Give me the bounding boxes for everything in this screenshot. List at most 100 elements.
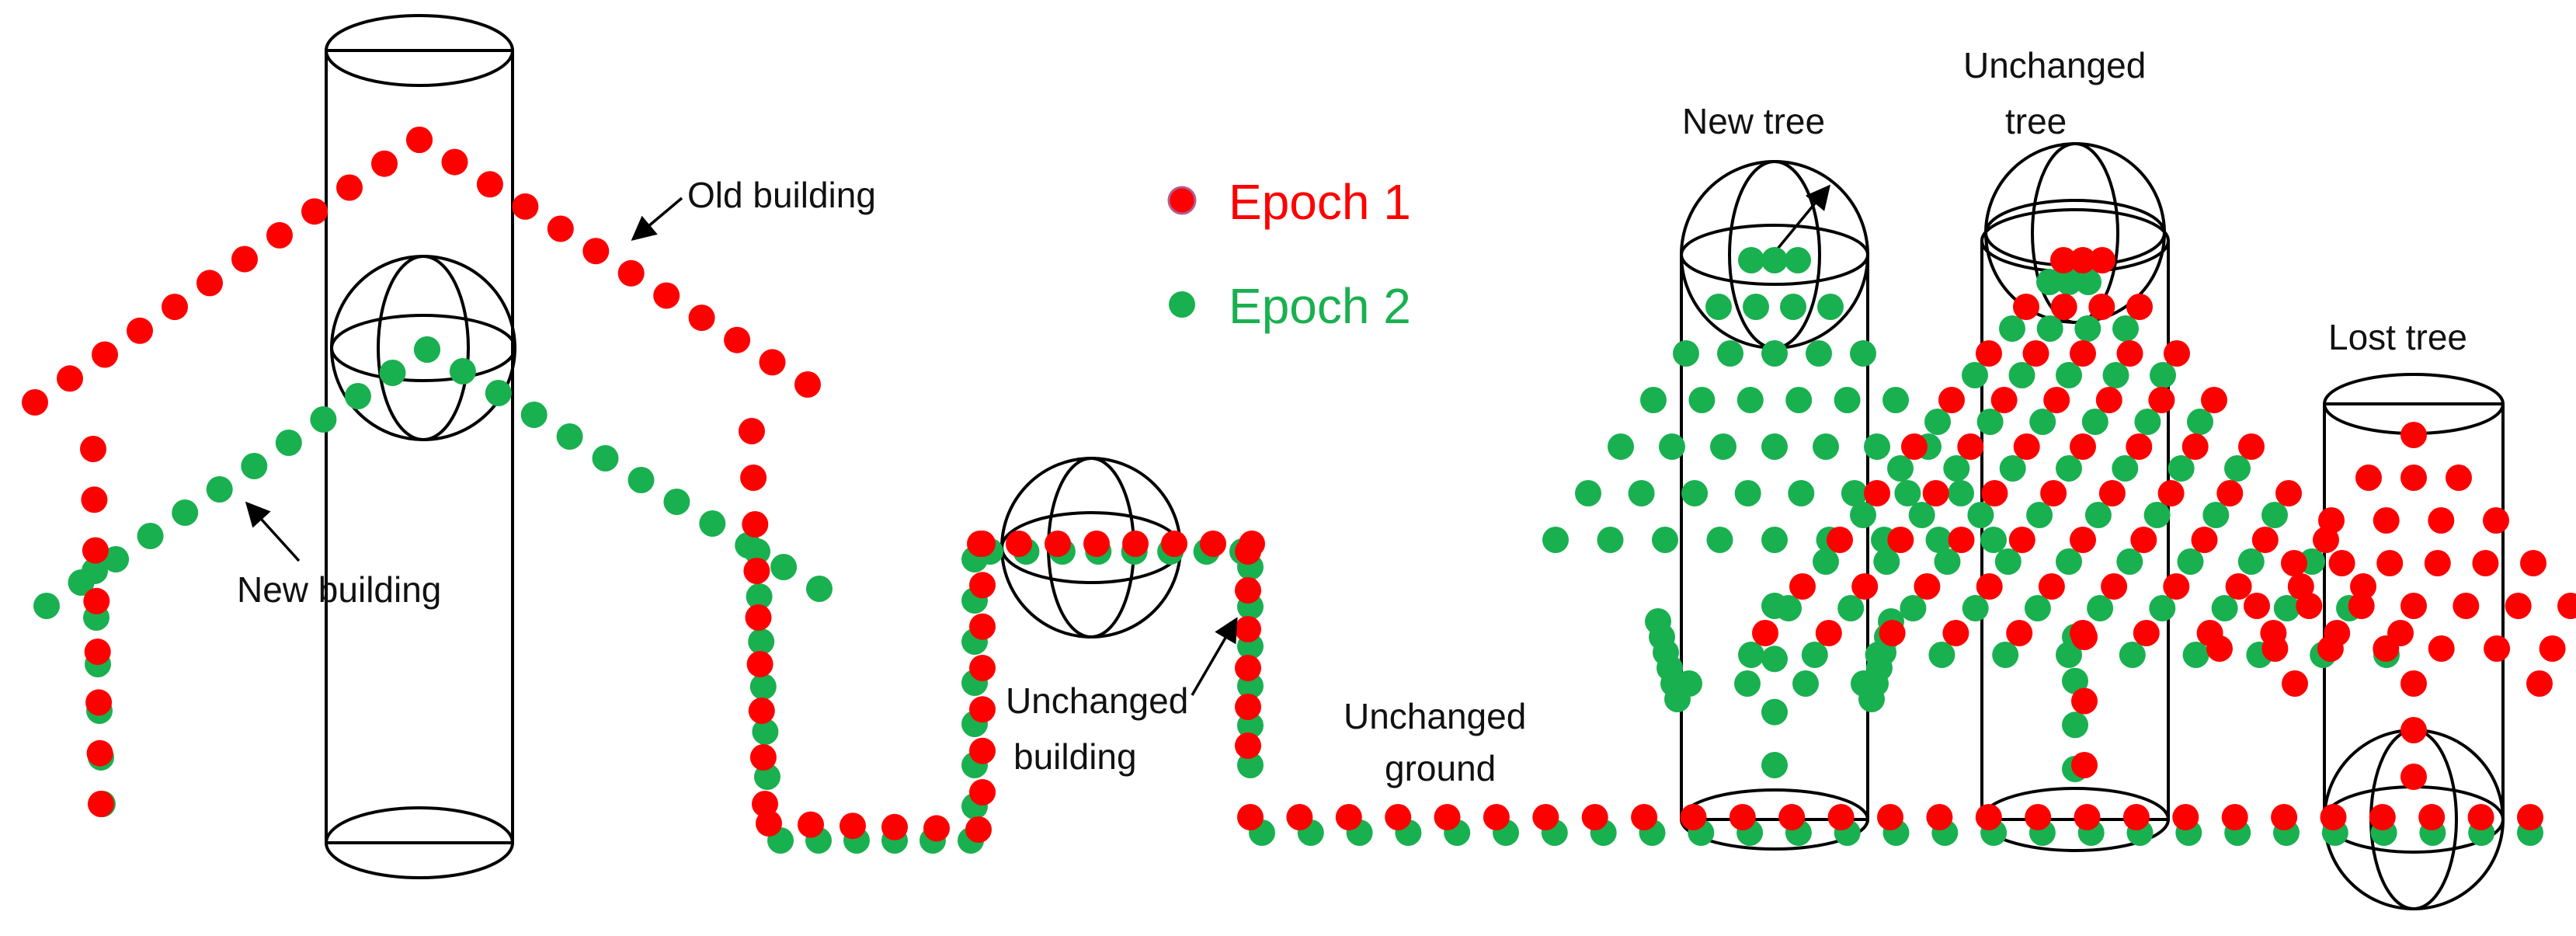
epoch1-point <box>2130 527 2157 553</box>
epoch2-point <box>1788 480 1815 506</box>
epoch2-point <box>1743 294 1769 320</box>
epoch1-point <box>1581 804 1608 830</box>
epoch2-point <box>1738 247 1764 273</box>
epoch2-point <box>2112 315 2139 342</box>
epoch2-point <box>1851 670 1877 697</box>
epoch1-point <box>2251 527 2279 553</box>
epoch1-point <box>745 604 772 631</box>
epoch2-point <box>1575 480 1601 506</box>
epoch1-point <box>1976 573 2003 600</box>
epoch2-point <box>2026 502 2053 528</box>
epoch2-point <box>206 476 233 503</box>
epoch1-point <box>2070 433 2096 460</box>
epoch2-point <box>1834 387 1861 413</box>
epoch1-point <box>2095 387 2122 413</box>
epoch1-point <box>231 245 258 273</box>
epoch2-point <box>1237 752 1264 778</box>
epoch2-point <box>1900 595 1927 621</box>
epoch2-point <box>1841 480 1868 506</box>
epoch2-point <box>1597 527 1624 553</box>
epoch2-point <box>2008 362 2035 388</box>
epoch1-point <box>2453 593 2480 619</box>
legend-epoch2-swatch <box>1169 291 1195 318</box>
epoch2-point <box>1925 527 1952 553</box>
epoch1-point <box>476 171 503 198</box>
epoch1-point <box>2126 433 2153 460</box>
epoch2-point <box>241 453 268 479</box>
epoch1-point <box>794 371 821 398</box>
epoch1-point <box>1200 531 1226 557</box>
epoch1-point <box>2328 550 2355 576</box>
epoch1-point <box>57 365 83 392</box>
epoch1-point <box>512 193 539 220</box>
epoch2-point <box>1962 362 1988 388</box>
building-sphere <box>330 255 516 441</box>
epoch1-point <box>2317 635 2344 662</box>
epoch2-point <box>1676 670 1702 697</box>
epoch1-point <box>301 198 328 225</box>
epoch1-point <box>1335 804 1362 830</box>
epoch1-point <box>1789 573 1816 600</box>
epoch1-point <box>2238 433 2265 460</box>
epoch1-point <box>406 127 433 153</box>
epoch1-point <box>2101 573 2128 600</box>
epoch2-point <box>2081 409 2108 435</box>
building-cylinder <box>325 14 514 879</box>
epoch2-point <box>1850 340 1876 367</box>
epoch1-point <box>162 294 188 321</box>
epoch2-point <box>2119 642 2146 668</box>
epoch1-point <box>2355 465 2382 491</box>
epoch1-point <box>2043 387 2070 413</box>
epoch2-point <box>2075 269 2101 295</box>
epoch2-point <box>379 360 406 386</box>
epoch2-point <box>2237 548 2265 575</box>
epoch2-point <box>1813 548 1839 575</box>
unchanged-building-arrow <box>1191 617 1238 696</box>
epoch1-point <box>2038 573 2065 600</box>
epoch2-point <box>2273 595 2300 621</box>
epoch1-point <box>2088 294 2115 320</box>
label-unchanged-ground-1: Unchanged <box>1344 696 1526 736</box>
epoch1-point <box>1938 387 1965 413</box>
epoch2-point <box>1761 340 1788 367</box>
epoch2-point <box>2182 642 2209 668</box>
epoch1-point <box>2376 550 2404 576</box>
epoch2-point <box>1873 548 1900 575</box>
epoch1-point <box>2428 507 2455 534</box>
epoch1-point <box>748 698 775 724</box>
epoch1-point <box>969 696 996 723</box>
epoch1-point <box>1877 804 1903 830</box>
epoch2-point <box>1864 433 1890 460</box>
epoch1-point <box>2070 340 2096 367</box>
epoch1-point <box>22 389 48 416</box>
epoch2-point <box>520 402 548 428</box>
epoch1-point <box>582 238 610 265</box>
epoch2-point <box>1780 294 1806 320</box>
epoch2-point <box>1608 433 1634 460</box>
epoch1-point <box>2157 480 2185 506</box>
epoch2-point <box>1894 480 1921 506</box>
epoch1-point <box>2557 593 2576 619</box>
epoch1-point <box>81 486 108 513</box>
labels: Old building New building Unchanged buil… <box>237 45 2467 788</box>
epoch1-point <box>2050 294 2077 320</box>
epoch1-point <box>1235 694 1261 720</box>
epoch1-point <box>1006 531 1032 557</box>
epoch1-point <box>441 148 468 176</box>
new-building-arrow <box>245 501 301 562</box>
epoch2-point <box>2024 595 2051 621</box>
epoch1-point <box>2163 573 2190 600</box>
epoch1-point <box>2517 804 2543 830</box>
epoch1-point <box>2467 804 2494 830</box>
epoch1-point <box>2369 804 2396 830</box>
epoch1-point <box>2348 593 2375 619</box>
epoch2-point <box>275 430 302 456</box>
epoch1-point <box>2071 687 2098 715</box>
epoch2-point <box>344 383 371 409</box>
epoch2-point <box>1785 387 1813 413</box>
epoch2-point <box>1943 455 1970 482</box>
epoch1-point <box>969 572 996 599</box>
epoch2-point <box>1734 480 1761 506</box>
epoch2-point <box>1761 433 1788 460</box>
epoch1-point <box>743 558 770 584</box>
